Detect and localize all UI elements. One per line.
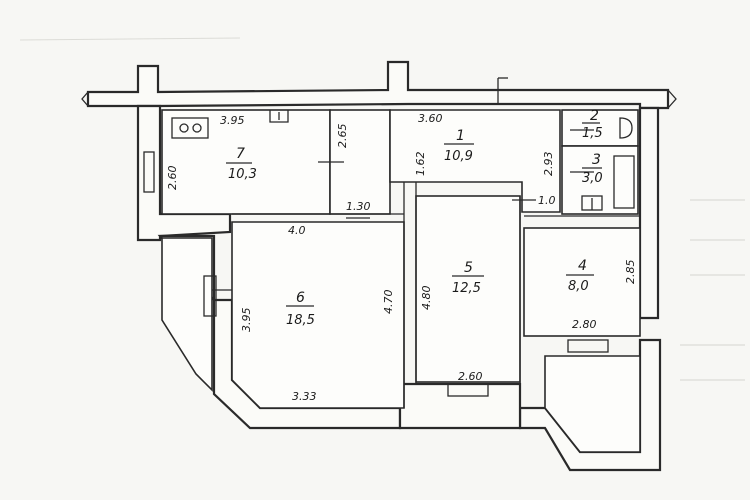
dim-kitchen-depth: 2.60 [166,166,179,191]
stove-burner-icon [179,123,189,133]
room-3-area: 3,0 [582,171,603,186]
dim-loggia-depth: 3.95 [240,308,253,333]
room-5-area: 12,5 [452,281,481,296]
room-4-number: 4 [578,258,587,274]
room-2-area: 1,5 [582,126,603,141]
room-3-number: 3 [592,152,601,168]
room-6-number: 6 [296,290,305,306]
room-6 [231,221,405,409]
dim-hall-small: 1.0 [538,194,556,207]
loggia-right [544,355,641,453]
bathtub-icon [613,155,635,209]
corridor-wall [81,60,677,110]
stove-icon [171,117,209,139]
room-7-area: 10,3 [228,167,257,182]
room-4-area: 8,0 [568,279,589,294]
dim-cell-width: 1.30 [346,200,371,213]
room-1-area: 10,9 [444,149,473,164]
dim-cell-depth: 2.65 [336,124,349,149]
room-7-number: 7 [236,146,245,162]
interior-walls [143,129,640,408]
dimension-labels: 3.95 2.60 2.65 1.30 4.0 3.60 1.62 2.93 1… [166,112,637,403]
dim-hall-width: 3.60 [418,112,443,125]
room-2 [561,109,639,147]
room-5-number: 5 [464,260,473,276]
stove-burner-icon [192,123,202,133]
dim-hall-depth: 1.62 [414,152,427,177]
rooms [161,109,641,453]
dim-room4-width: 2.80 [572,318,597,331]
room-1-number: 1 [456,128,465,144]
room-6-area: 18,5 [286,313,315,328]
room-5 [415,195,521,383]
room-1 [389,109,561,213]
dim-room5-depth: 4.80 [420,286,433,311]
toilet-icon [619,117,633,139]
room-2-number: 2 [590,108,599,124]
fixtures [171,110,635,211]
room-4 [523,227,641,337]
room-3 [561,145,639,215]
dim-living-top: 4.0 [288,224,306,237]
dim-hall-right: 2.93 [542,152,555,177]
dim-room6-bottom: 3.33 [292,390,317,403]
dim-room5-bottom: 2.60 [458,370,483,383]
dim-room6-depth: 4.70 [382,290,395,315]
background-bleed [19,37,745,381]
loggia-left [161,237,213,392]
sink-icon [269,110,289,123]
dim-room4-depth: 2.85 [624,260,637,285]
dim-kitchen-width: 3.95 [220,114,245,127]
room-labels: 7 10,3 1 10,9 2 1,5 3 3,0 4 8,0 5 12,5 6… [226,108,603,328]
